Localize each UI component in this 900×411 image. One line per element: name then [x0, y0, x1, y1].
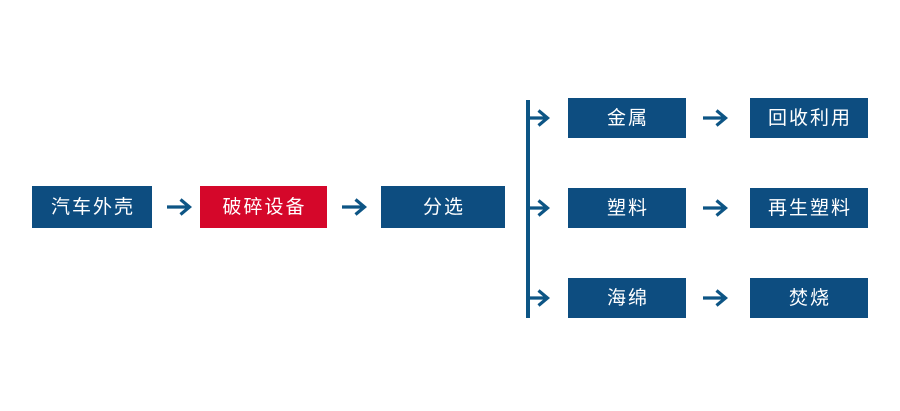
node-sorting[interactable]: 分选: [381, 186, 505, 228]
arrow-right-icon-chain-2: [341, 196, 371, 218]
node-plastic[interactable]: 塑料: [568, 188, 686, 228]
node-recycle-reuse[interactable]: 回收利用: [750, 98, 868, 138]
arrow-right-icon-branch-3: [702, 287, 732, 309]
arrow-right-icon-branch-2: [702, 197, 732, 219]
node-incineration[interactable]: 焚烧: [750, 278, 868, 318]
arrow-right-icon-chain-1: [166, 196, 196, 218]
branch-arrow-right-icon-2: [528, 197, 554, 219]
branch-arrow-right-icon-3: [528, 287, 554, 309]
node-metal[interactable]: 金属: [568, 98, 686, 138]
node-recycled-plastic[interactable]: 再生塑料: [750, 188, 868, 228]
node-car-shell[interactable]: 汽车外壳: [32, 186, 152, 228]
node-sponge[interactable]: 海绵: [568, 278, 686, 318]
branch-arrow-right-icon-1: [528, 107, 554, 129]
node-shredding-equipment[interactable]: 破碎设备: [200, 186, 327, 228]
arrow-right-icon-branch-1: [702, 107, 732, 129]
